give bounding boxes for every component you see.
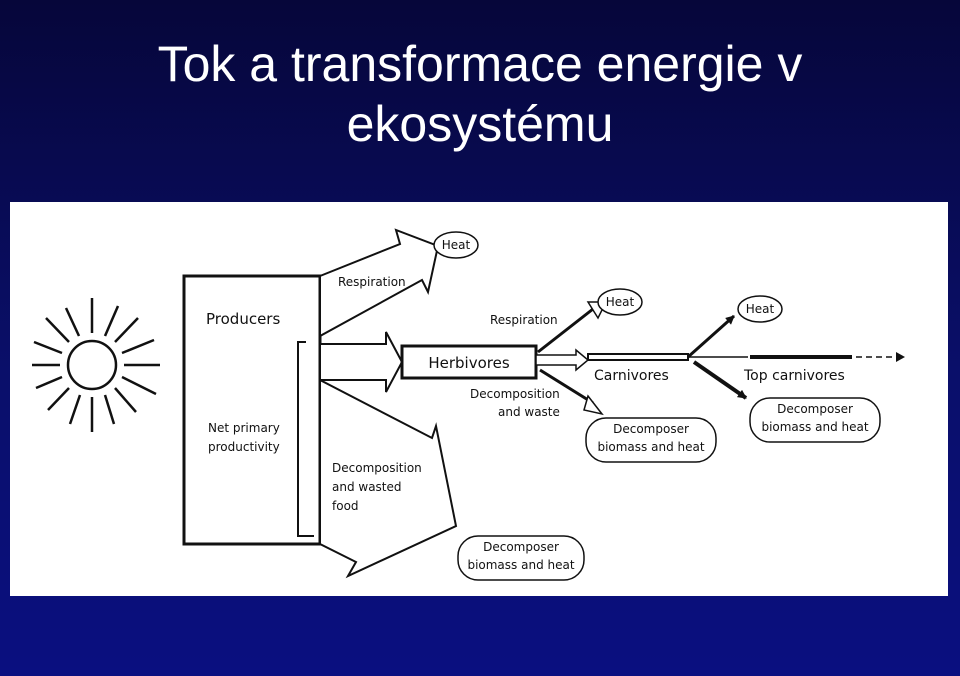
herbivores-box — [400, 344, 538, 380]
slide-title-line-2: ekosystému — [346, 96, 614, 152]
heat-label-carnivores: Heat — [746, 302, 775, 316]
decomposer-bubble-herbivores — [585, 417, 717, 463]
decomposer-label-herbivores-1: Decomposer — [613, 422, 689, 436]
herbivores-label: Herbivores — [428, 354, 509, 372]
producers-label: Producers — [206, 310, 280, 328]
carnivores-decomposition-arrow — [692, 360, 748, 400]
herbivores-to-carnivores-arrow — [535, 348, 590, 372]
slide-title-line-1: Tok a transformace energie v — [157, 36, 803, 92]
carnivores-respiration-arrow — [687, 314, 735, 359]
decomposition-food-label-2: and wasted — [332, 480, 402, 494]
heat-label-producers: Heat — [442, 238, 471, 252]
top-carnivores-arrow-head — [896, 352, 905, 362]
heat-label-herbivores: Heat — [606, 295, 635, 309]
decomposition-waste-label-1: Decomposition — [470, 387, 560, 401]
respiration-label-herbivores: Respiration — [490, 313, 558, 327]
energy-flow-diagram: Producers Net primary productivity Respi… — [10, 202, 948, 596]
decomposer-bubble-carnivores — [749, 397, 881, 443]
decomposer-label-carnivores-2: biomass and heat — [761, 420, 868, 434]
npp-bracket — [297, 341, 314, 537]
respiration-label-producers: Respiration — [338, 275, 406, 289]
slide-title: Tok a transformace energie v ekosystému — [0, 34, 960, 154]
decomposer-label-herbivores-2: biomass and heat — [597, 440, 704, 454]
sun-icon — [32, 298, 160, 432]
herbivores-decomposition-arrow — [539, 368, 594, 405]
net-primary-label-2: productivity — [208, 440, 280, 454]
top-carnivores-label: Top carnivores — [743, 368, 845, 384]
decomposer-label-producers-1: Decomposer — [483, 540, 559, 554]
heat-bubble-carnivores — [737, 295, 783, 323]
decomposition-food-label-3: food — [332, 499, 359, 513]
heat-bubble-herbivores — [597, 288, 643, 316]
herbivores-respiration-arrow — [537, 307, 594, 354]
decomposer-label-carnivores-1: Decomposer — [777, 402, 853, 416]
diagram-svg: Producers Net primary productivity Respi… — [32, 228, 905, 581]
decomposition-food-label-1: Decomposition — [332, 461, 422, 475]
net-primary-label-1: Net primary — [208, 421, 280, 435]
decomposition-waste-label-2: and waste — [498, 405, 560, 419]
decomposer-label-producers-2: biomass and heat — [467, 558, 574, 572]
producers-decomposition-arrow — [319, 378, 458, 579]
herbivores-decomposition-arrow-head — [583, 394, 604, 416]
carnivores-bar — [587, 353, 689, 361]
decomposer-bubble-producers — [457, 535, 585, 581]
heat-bubble-producers — [433, 231, 479, 259]
producers-to-herbivores-arrow — [319, 331, 404, 393]
carnivores-label: Carnivores — [594, 368, 669, 384]
